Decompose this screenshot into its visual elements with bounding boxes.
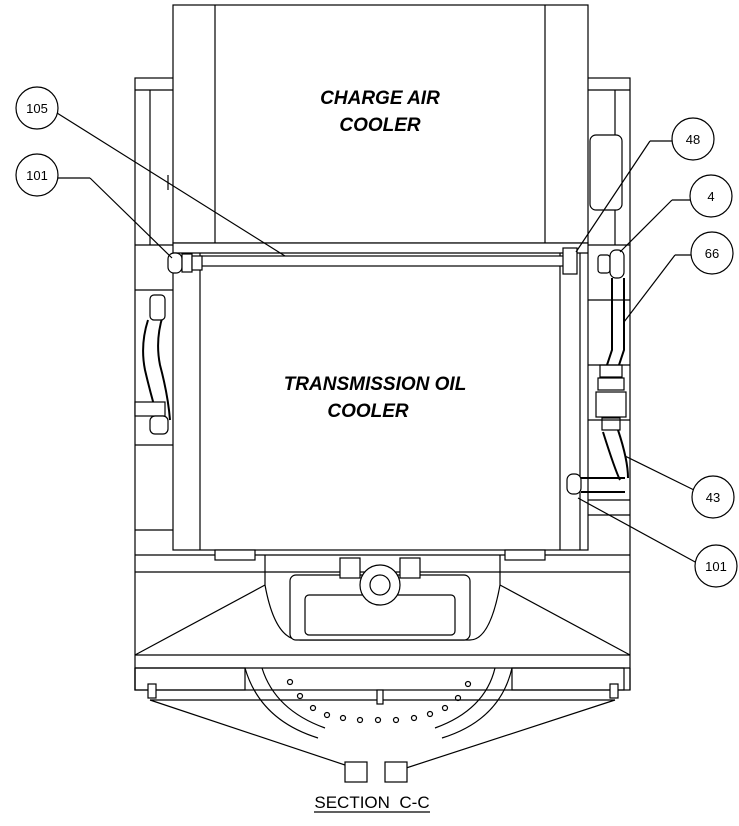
right-hose-assembly <box>566 278 630 516</box>
callout-101-lower: 101 <box>694 544 738 588</box>
svg-text:101: 101 <box>26 168 48 183</box>
left-hose-assembly <box>134 289 173 531</box>
svg-text:66: 66 <box>705 246 719 261</box>
callout-101-upper: 101 <box>15 153 59 197</box>
callout-48: 48 <box>671 117 715 161</box>
charge-air-cooler: CHARGE AIR COOLER <box>172 4 589 244</box>
lower-assembly <box>134 549 631 783</box>
callout-43: 43 <box>691 475 735 519</box>
section-title: SECTION C-C <box>314 793 430 813</box>
callout-105: 105 <box>15 86 59 130</box>
flange-bolt-holes <box>286 678 472 724</box>
svg-text:43: 43 <box>706 490 720 505</box>
svg-text:105: 105 <box>26 101 48 116</box>
svg-text:101: 101 <box>705 559 727 574</box>
transmission-oil-cooler: TRANSMISSION OIL COOLER <box>172 242 589 551</box>
transmission-oil-cooler-label-2: COOLER <box>327 401 409 422</box>
svg-text:48: 48 <box>686 132 700 147</box>
transmission-oil-cooler-label-1: TRANSMISSION OIL <box>284 374 467 395</box>
charge-air-cooler-label-2: COOLER <box>339 115 421 136</box>
callout-66: 66 <box>690 231 734 275</box>
leader-lines <box>56 112 698 564</box>
callout-4: 4 <box>689 174 733 218</box>
svg-text:4: 4 <box>707 189 714 204</box>
charge-air-cooler-label-1: CHARGE AIR <box>320 88 440 109</box>
section-title-text: SECTION C-C <box>314 793 429 812</box>
